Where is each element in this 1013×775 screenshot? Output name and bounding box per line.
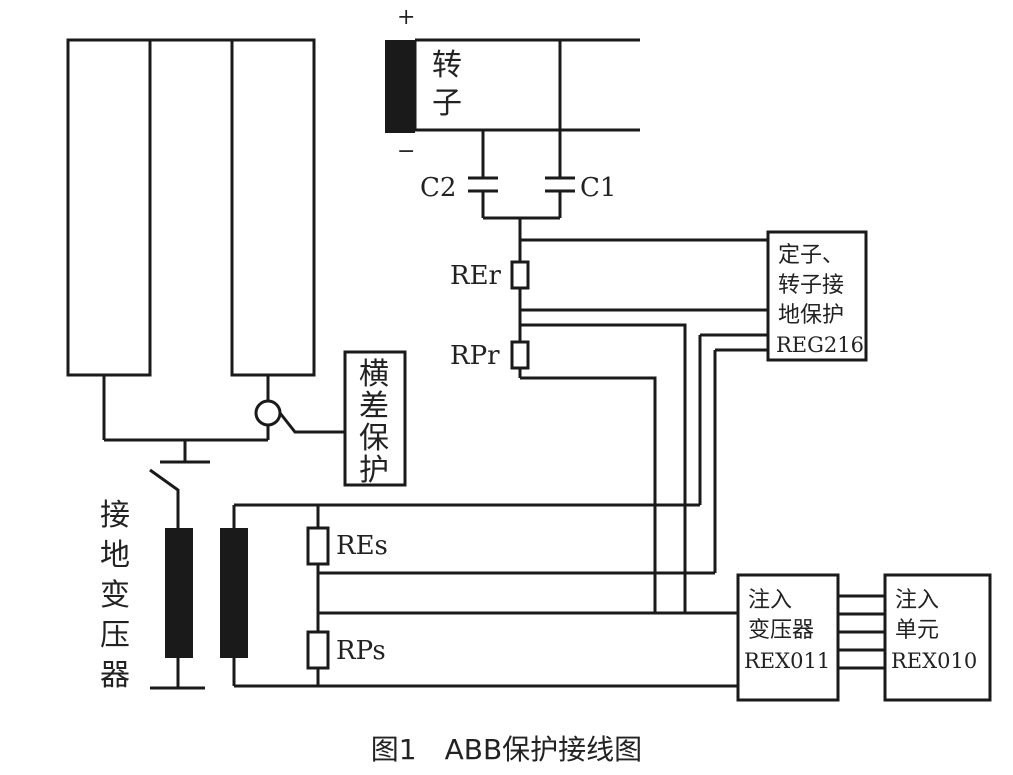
- grounding-transformer-label: 接 地 变 压 器: [100, 498, 140, 693]
- reg216-label-line2: 转子接: [778, 273, 844, 298]
- rex011-box: [736, 573, 840, 702]
- grounding-transformer: [149, 468, 248, 690]
- res-label: REs: [336, 531, 388, 561]
- td-char-2: 差: [359, 389, 389, 424]
- c2-label: C2: [420, 173, 456, 203]
- rotor-label-char-2: 子: [432, 86, 462, 121]
- gt-char-4: 压: [100, 618, 130, 653]
- gt-char-2: 地: [100, 538, 130, 573]
- rex010-label-line3: REX010: [891, 649, 977, 673]
- td-char-4: 护: [359, 453, 389, 488]
- reg216-label-line3: 地保护: [778, 303, 844, 328]
- stator-windings: [66, 38, 316, 464]
- rpr-label: RPr: [450, 341, 500, 371]
- rex011-label-line1: 注入: [748, 588, 792, 613]
- gt-char-3: 变: [100, 578, 130, 613]
- rotor-resistors: [510, 260, 530, 378]
- rex010-label-line2: 单元: [895, 618, 939, 643]
- rer-label: REr: [450, 261, 502, 291]
- transverse-differential-label: 横 差 保 护: [359, 357, 399, 488]
- c1-label: C1: [580, 173, 616, 203]
- rex011-label-line2: 变压器: [748, 618, 814, 643]
- capacitors: [468, 40, 575, 262]
- rotor-minus-label: −: [397, 139, 415, 164]
- reg216-label-line4: REG216: [776, 333, 864, 357]
- transverse-differential-ct: [254, 350, 407, 487]
- gt-char-5: 器: [100, 658, 130, 693]
- rotor-plus-label: +: [397, 5, 415, 30]
- td-char-1: 横: [359, 357, 389, 392]
- figure-caption: 图1 ABB保护接线图: [370, 733, 643, 766]
- rex010-box: [883, 573, 992, 702]
- rex011-label-line3: REX011: [744, 649, 830, 673]
- rotor-label-char-1: 转: [432, 48, 462, 83]
- stator-resistor-network: [234, 335, 738, 688]
- rotor: [385, 38, 640, 133]
- reg216-box: [766, 230, 868, 362]
- rps-label: RPs: [336, 636, 386, 666]
- rex-interconnect-wires: [838, 594, 885, 670]
- rotor-label: 转 子: [432, 48, 472, 121]
- gt-char-1: 接: [100, 498, 130, 533]
- reg216-label-line1: 定子、: [778, 243, 844, 268]
- rotor-to-reg216-wires: [520, 238, 768, 612]
- td-char-3: 保: [359, 421, 389, 456]
- rex010-label-line1: 注入: [895, 588, 939, 613]
